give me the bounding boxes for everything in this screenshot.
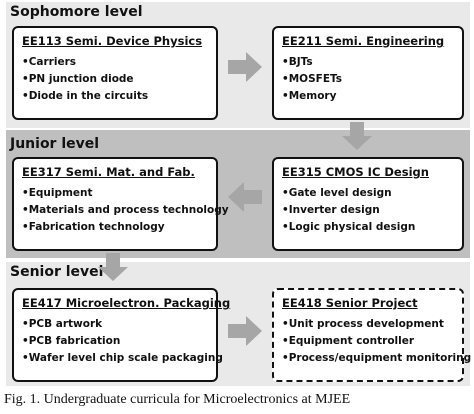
course-item: •Unit process development: [282, 318, 444, 330]
course-title-ee418: EE418 Senior Project: [282, 296, 418, 310]
course-item: •MOSFETs: [282, 73, 343, 85]
arrow-down-icon: [98, 253, 128, 281]
arrow-right-icon: [228, 316, 262, 346]
course-box-ee315: EE315 CMOS IC Design •Gate level design …: [272, 157, 464, 251]
course-item: •Logic physical design: [282, 221, 416, 233]
course-title-ee317: EE317 Semi. Mat. and Fab.: [22, 165, 195, 179]
course-title-ee417: EE417 Microelectron. Packaging: [22, 296, 231, 310]
course-item: •PCB artwork: [22, 318, 103, 330]
course-item: •Equipment controller: [282, 335, 415, 347]
course-item: •Carriers: [22, 56, 77, 68]
junior-level-label: Junior level: [10, 136, 100, 152]
course-item: •Inverter design: [282, 204, 380, 216]
arrow-left-icon: [228, 182, 262, 212]
course-item: •Gate level design: [282, 187, 392, 199]
course-box-ee211: EE211 Semi. Engineering •BJTs •MOSFETs •…: [272, 26, 464, 120]
course-item: •Equipment: [22, 187, 93, 199]
course-item: •Memory: [282, 90, 337, 102]
course-item: •PN junction diode: [22, 73, 134, 85]
course-item: •Materials and process technology: [22, 204, 229, 216]
course-item: •Fabrication technology: [22, 221, 165, 233]
course-item: •PCB fabrication: [22, 335, 121, 347]
course-box-ee418: EE418 Senior Project •Unit process devel…: [272, 288, 472, 382]
senior-level-label: Senior level: [10, 264, 104, 280]
course-item: •Process/equipment monitoring: [282, 352, 472, 364]
course-box-ee113: EE113 Semi. Device Physics •Carriers •PN…: [12, 26, 218, 120]
course-item: •BJTs: [282, 56, 313, 68]
arrow-right-icon: [228, 52, 262, 82]
course-item: •Diode in the circuits: [22, 90, 149, 102]
course-item: •Wafer level chip scale packaging: [22, 352, 223, 364]
arrow-down-icon: [342, 122, 372, 150]
course-title-ee315: EE315 CMOS IC Design: [282, 165, 429, 179]
sophomore-level-label: Sophomore level: [10, 4, 143, 20]
course-title-ee211: EE211 Semi. Engineering: [282, 34, 445, 48]
figure-caption: Fig. 1. Undergraduate curricula for Micr…: [4, 392, 351, 407]
course-title-ee113: EE113 Semi. Device Physics: [22, 34, 203, 48]
course-box-ee417: EE417 Microelectron. Packaging •PCB artw…: [12, 288, 231, 382]
course-box-ee317: EE317 Semi. Mat. and Fab. •Equipment •Ma…: [12, 157, 229, 251]
